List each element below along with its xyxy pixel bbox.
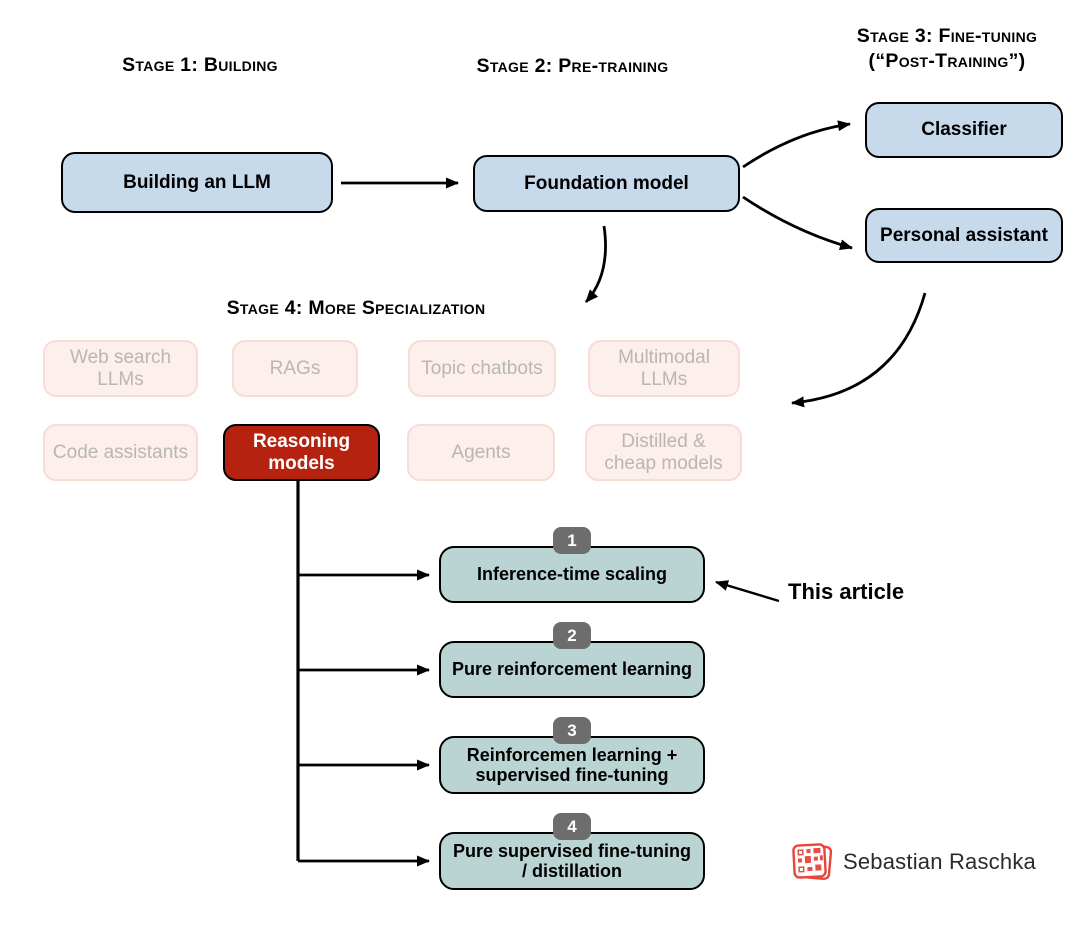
- arrow-personal-assistant-to-stage4: [791, 292, 927, 408]
- stage3-label: Stage 3: Fine-tuning (“Post-Training”): [812, 24, 1080, 75]
- this-article-label: This article: [788, 579, 905, 604]
- arrow-foundation-to-classifier: [742, 120, 851, 169]
- approach-badge-2: 2: [553, 622, 591, 649]
- approach-box-2: Pure reinforcement learning: [439, 641, 705, 698]
- personal-assistant-box: Personal assistant: [865, 208, 1063, 263]
- approach-box-3: Reinforcemen learning + supervised fine-…: [439, 736, 705, 794]
- spec-box-code-assistants: Code assistants: [43, 424, 198, 481]
- arrow-foundation-to-stage4: [584, 225, 607, 303]
- stage3-label-line1: Stage 3: Fine-tuning: [856, 25, 1038, 47]
- credit: Sebastian Raschka: [790, 840, 1036, 884]
- raschka-stamp-icon: [792, 843, 833, 881]
- stage1-label: Stage 1: Building: [122, 54, 278, 76]
- spec-box-topic-chatbots: Topic chatbots: [408, 340, 556, 397]
- reasoning-models-box: Reasoning models: [223, 424, 380, 481]
- credit-name: Sebastian Raschka: [843, 849, 1036, 874]
- spec-box-agents: Agents: [407, 424, 555, 481]
- approach-box-4: Pure supervised fine-tuning / distillati…: [439, 832, 705, 890]
- approach-badge-1: 1: [553, 527, 591, 554]
- spec-box-rags: RAGs: [232, 340, 358, 397]
- classifier-box: Classifier: [865, 102, 1063, 158]
- stage3-label-line2: (“Post-Training”): [868, 50, 1026, 73]
- stage4-label: Stage 4: More Specialization: [226, 297, 486, 319]
- foundation-model-box: Foundation model: [473, 155, 740, 212]
- arrow-foundation-to-personal-assistant: [742, 195, 853, 251]
- spec-box-distilled-cheap-models: Distilled & cheap models: [585, 424, 742, 481]
- stage2-label: Stage 2: Pre-training: [476, 55, 669, 77]
- approach-badge-4: 4: [553, 813, 591, 840]
- spec-box-web-search-llms: Web search LLMs: [43, 340, 198, 397]
- approach-box-1: Inference-time scaling: [439, 546, 705, 603]
- approach-badge-3: 3: [553, 717, 591, 744]
- spec-box-multimodal-llms: Multimodal LLMs: [588, 340, 740, 397]
- arrow-this-article: [715, 580, 780, 603]
- building-llm-box: Building an LLM: [61, 152, 333, 213]
